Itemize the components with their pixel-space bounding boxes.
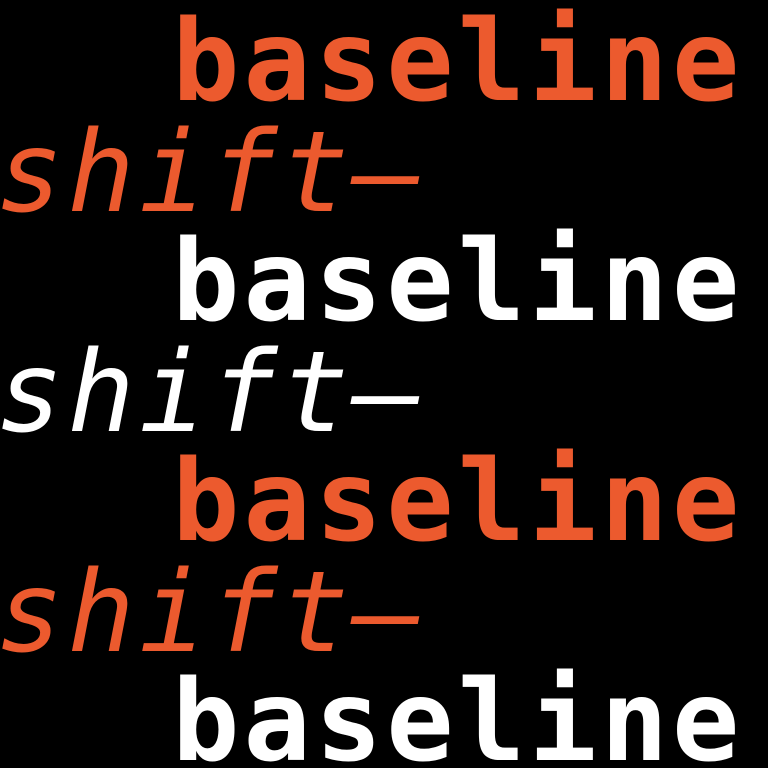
word-baseline-3: baseline <box>172 437 744 567</box>
word-shift-2: shift— <box>0 328 425 458</box>
word-shift-1: shift— <box>0 108 425 238</box>
word-baseline-4: baseline <box>172 657 744 768</box>
word-baseline-2: baseline <box>172 217 744 347</box>
word-baseline-1: baseline <box>172 0 744 127</box>
word-shift-3: shift— <box>0 548 425 678</box>
